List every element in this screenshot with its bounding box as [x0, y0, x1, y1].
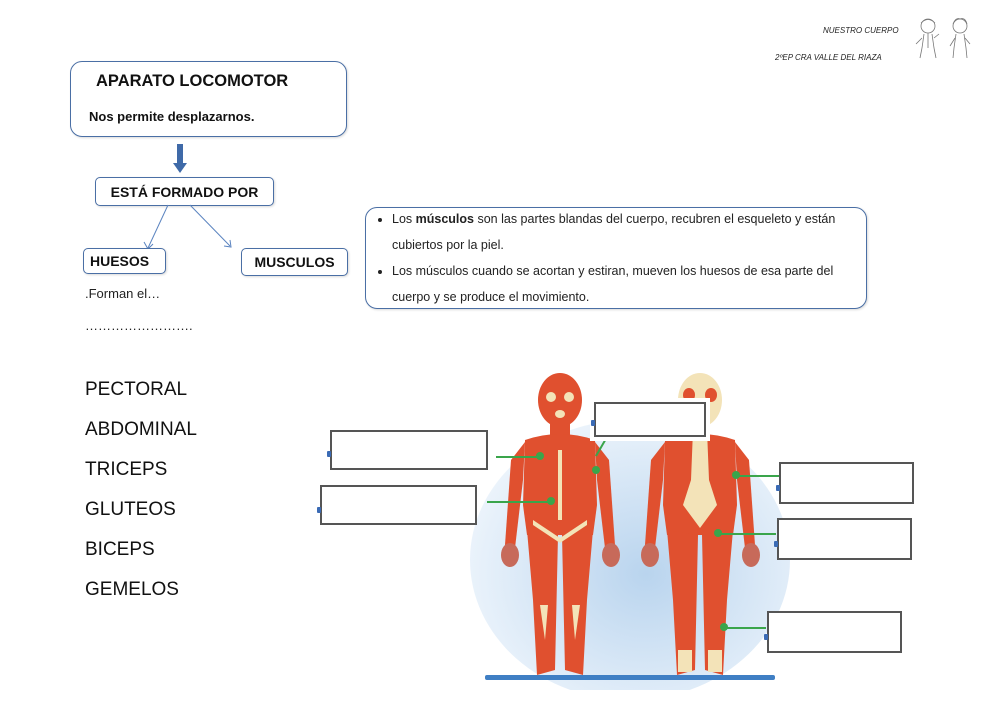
pointer-dot	[720, 623, 728, 631]
answer-box-back-calf[interactable]	[767, 611, 902, 653]
answer-input-front-arm[interactable]	[596, 404, 704, 435]
anchor-dot	[591, 420, 595, 426]
pointer-line	[487, 501, 551, 503]
answer-box-front-abdomen[interactable]	[320, 485, 477, 525]
info-bullet-2: Los músculos cuando se acortan y estiran…	[392, 258, 866, 310]
info-bullet-1: Los músculos son las partes blandas del …	[392, 206, 866, 258]
answer-input-back-calf[interactable]	[769, 613, 900, 651]
worksheet-class: 2ºEP CRA VALLE DEL RIAZA	[775, 53, 882, 62]
formed-by-box: ESTÁ FORMADO POR	[95, 177, 274, 206]
word-pectoral[interactable]: PECTORAL	[85, 379, 188, 400]
answer-box-back-glutes[interactable]	[777, 518, 912, 560]
pointer-dot	[536, 452, 544, 460]
word-biceps[interactable]: BICEPS	[85, 539, 155, 560]
main-concept-subtitle: Nos permite desplazarnos.	[89, 109, 255, 124]
muscles-label: MUSCULOS	[254, 254, 335, 270]
kids-drawing-icon	[912, 14, 978, 62]
answer-input-back-glutes[interactable]	[779, 520, 910, 558]
word-gemelos[interactable]: GEMELOS	[85, 579, 179, 600]
back-figure	[641, 373, 760, 675]
worksheet-title: NUESTRO CUERPO	[823, 26, 899, 35]
pointer-dot	[592, 466, 600, 474]
formed-by-label: ESTÁ FORMADO POR	[110, 183, 259, 200]
anchor-dot	[327, 451, 331, 457]
pointer-dot	[547, 497, 555, 505]
muscles-box: MUSCULOS	[241, 248, 348, 276]
arrow-down-icon	[172, 144, 188, 174]
bones-label: HUESOS	[90, 253, 150, 269]
pointer-dot	[732, 471, 740, 479]
word-bank: PECTORAL ABDOMINAL TRICEPS GLUTEOS BICEP…	[85, 370, 197, 610]
pointer-line	[736, 475, 780, 477]
pointer-line	[718, 533, 776, 535]
anchor-dot	[317, 507, 321, 513]
muscles-info-box: Los músculos son las partes blandas del …	[365, 207, 867, 309]
anchor-dot	[776, 485, 780, 491]
answer-box-front-arm[interactable]	[594, 402, 706, 437]
pointer-dot	[714, 529, 722, 537]
answer-input-front-abdomen[interactable]	[322, 487, 475, 523]
bones-box: HUESOS	[83, 248, 166, 274]
answer-input-back-arm[interactable]	[781, 464, 912, 502]
branch-arrows-icon	[143, 204, 232, 250]
anchor-dot	[764, 634, 768, 640]
word-triceps[interactable]: TRICEPS	[85, 459, 168, 480]
pointer-line	[724, 627, 766, 629]
answer-box-front-chest[interactable]	[330, 430, 488, 470]
anchor-dot	[774, 541, 778, 547]
answer-input-front-chest[interactable]	[332, 432, 486, 468]
word-abdominal[interactable]: ABDOMINAL	[85, 419, 197, 440]
bones-note: .Forman el…	[85, 286, 161, 301]
word-gluteos[interactable]: GLUTEOS	[85, 499, 176, 520]
muscle-body-illustration	[470, 373, 790, 690]
pointer-line	[496, 456, 540, 458]
main-concept-box: APARATO LOCOMOTOR Nos permite desplazarn…	[70, 61, 347, 137]
answer-box-back-arm[interactable]	[779, 462, 914, 504]
main-concept-title: APARATO LOCOMOTOR	[96, 72, 289, 90]
bones-blank: …………………….	[85, 318, 193, 333]
